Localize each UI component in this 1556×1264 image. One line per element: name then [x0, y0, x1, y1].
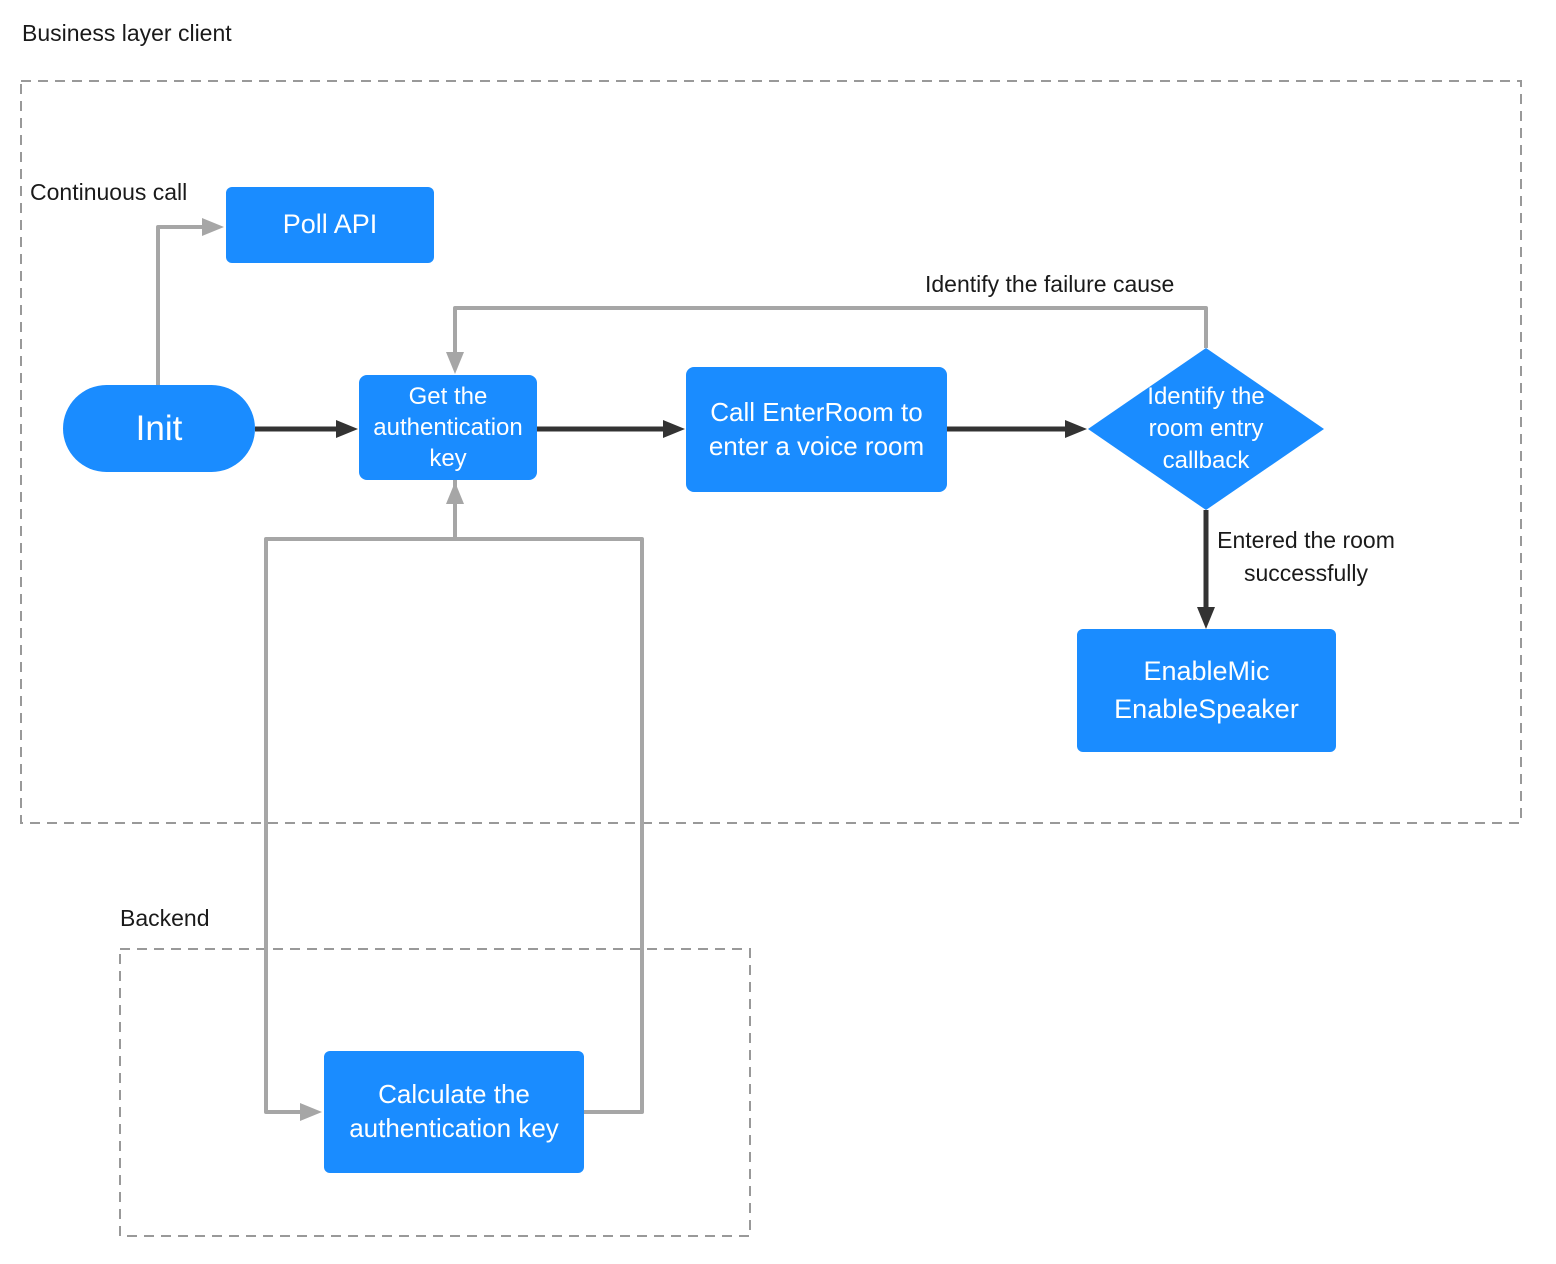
node-calculate-auth-key: Calculate the authentication key [324, 1051, 584, 1173]
backend-title: Backend [120, 905, 210, 931]
edge-get-auth-to-calculate [264, 480, 457, 1121]
edge-failure-feedback-to-get-auth [446, 306, 1208, 374]
node-enable-mic-speaker: EnableMic EnableSpeaker [1077, 629, 1336, 752]
continuous-call-label: Continuous call [30, 179, 188, 205]
node-poll-api: Poll API [226, 187, 434, 263]
edge-calculate-to-get-auth [446, 482, 644, 1114]
node-identify-room-entry-callback: Identify the room entry callback [1147, 383, 1265, 474]
node-call-enter-room: Call EnterRoom to enter a voice room [686, 367, 947, 492]
backend-boundary [119, 948, 751, 1237]
business-layer-title: Business layer client [22, 20, 232, 46]
identify-failure-cause-label: Identify the failure cause [925, 271, 1175, 297]
entered-room-successfully-label: Entered the room successfully [1217, 527, 1395, 586]
node-get-auth-key: Get the authentication key [359, 375, 537, 480]
decision-diamond-room-entry-callback [1088, 348, 1324, 510]
node-init: Init [63, 385, 255, 472]
business-layer-boundary [20, 80, 1522, 824]
edge-init-to-poll-api [156, 218, 224, 385]
